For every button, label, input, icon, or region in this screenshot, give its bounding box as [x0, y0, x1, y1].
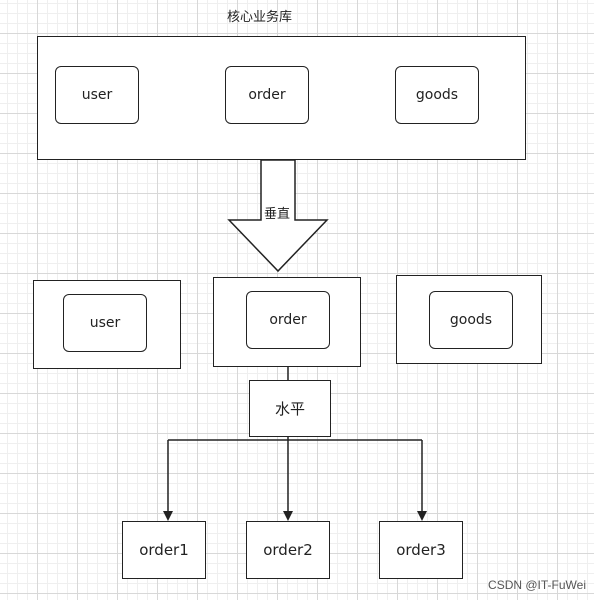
shard-order1: order1 [122, 521, 206, 579]
horizontal-split-box: 水平 [249, 380, 331, 437]
split-goods-table: goods [429, 291, 513, 349]
diagram-title: 核心业务库 [227, 10, 293, 25]
shard-order3: order3 [379, 521, 463, 579]
shard-order2: order2 [246, 521, 330, 579]
split-order-table: order [246, 291, 330, 349]
core-order-table: order [225, 66, 309, 124]
core-user-table: user [55, 66, 139, 124]
core-goods-table: goods [395, 66, 479, 124]
arrowhead-order1 [163, 511, 173, 521]
arrowhead-order3 [417, 511, 427, 521]
vertical-split-label: 垂直 [264, 203, 291, 222]
arrowhead-order2 [283, 511, 293, 521]
goods-database-box [396, 275, 542, 364]
split-user-table: user [63, 294, 147, 352]
watermark: CSDN @IT-FuWei [488, 578, 586, 592]
